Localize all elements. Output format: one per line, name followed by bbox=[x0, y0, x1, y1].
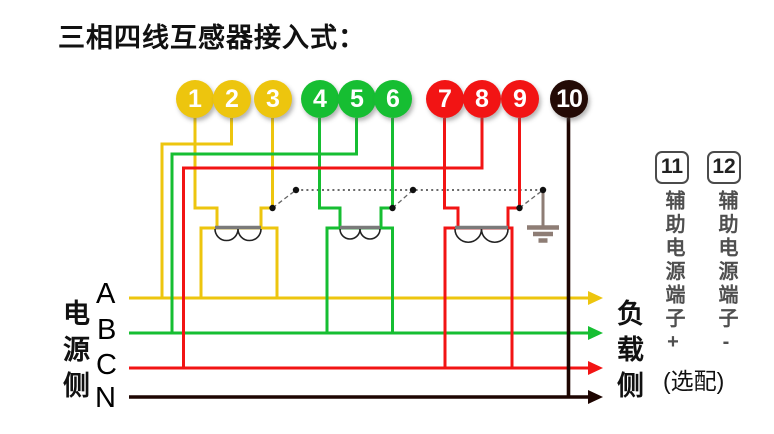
phase-a-label: A bbox=[96, 278, 116, 310]
ct-a-primary-loop bbox=[199, 226, 279, 298]
optional-note: (选配) bbox=[663, 368, 725, 394]
terminal-1: 1 bbox=[176, 80, 214, 118]
ct-a-coil bbox=[214, 228, 262, 242]
phase-a-arrowhead bbox=[588, 291, 603, 305]
ct-symbol-phase-b bbox=[339, 225, 381, 240]
junction-dot bbox=[269, 204, 276, 212]
earth-ground-network bbox=[272, 189, 559, 243]
terminal-8-voltage-tap-wire bbox=[182, 118, 484, 368]
terminal-2-voltage-tap-wire bbox=[160, 118, 233, 298]
source-side-title: 电源侧 bbox=[59, 299, 89, 407]
earth-tap-phase-a bbox=[272, 189, 297, 209]
terminal-9: 9 bbox=[501, 80, 539, 118]
neutral-label: N bbox=[95, 382, 116, 414]
terminal-3-ct-wire bbox=[259, 118, 274, 228]
phase-b-arrowhead bbox=[588, 326, 603, 340]
terminal-2: 2 bbox=[213, 80, 251, 118]
ct-c-coil bbox=[454, 228, 509, 244]
phase-a-wires bbox=[129, 118, 603, 305]
aux-terminal-12-label: 辅助电源端子- bbox=[715, 190, 737, 357]
phase-b-label: B bbox=[97, 314, 117, 346]
junction-dot bbox=[389, 204, 396, 212]
earth-tap-phase-b bbox=[392, 189, 414, 209]
aux-terminal-11-box: 11 bbox=[655, 151, 689, 184]
terminal-4: 4 bbox=[301, 80, 339, 118]
terminal-4-ct-wire bbox=[318, 118, 342, 228]
terminal-10: 10 bbox=[550, 80, 588, 118]
terminal-8: 8 bbox=[463, 80, 501, 118]
terminal-3: 3 bbox=[254, 80, 292, 118]
terminal-6: 6 bbox=[374, 80, 412, 118]
neutral-wires bbox=[129, 118, 603, 404]
terminal-6-ct-wire bbox=[379, 118, 394, 228]
earth-tap-phase-c bbox=[519, 189, 544, 209]
terminal-7-ct-wire bbox=[443, 118, 460, 228]
phase-c-wires bbox=[129, 118, 603, 375]
ct-b-primary-loop bbox=[325, 226, 394, 333]
junction-dots bbox=[269, 186, 547, 212]
ct-symbol-phase-a bbox=[214, 225, 262, 242]
terminal-7: 7 bbox=[426, 80, 464, 118]
terminal-9-ct-wire bbox=[506, 118, 521, 228]
terminal-5-voltage-tap-wire bbox=[170, 118, 358, 333]
phase-c-arrowhead bbox=[588, 361, 603, 375]
junction-dot bbox=[516, 204, 523, 212]
aux-terminal-12-box: 12 bbox=[707, 151, 741, 184]
junction-dot bbox=[292, 186, 300, 194]
neutral-arrowhead bbox=[588, 390, 603, 404]
phase-c-label: C bbox=[96, 349, 117, 381]
terminal-1-ct-wire bbox=[193, 118, 219, 228]
terminal-5: 5 bbox=[338, 80, 376, 118]
ct-symbol-phase-c bbox=[454, 225, 509, 244]
aux-terminal-11-label: 辅助电源端子+ bbox=[662, 190, 684, 357]
junction-dot bbox=[409, 186, 417, 194]
junction-dot bbox=[539, 186, 547, 194]
load-side-title: 负载侧 bbox=[613, 299, 643, 407]
ct-b-coil bbox=[339, 228, 381, 240]
page-title: 三相四线互感器接入式： bbox=[58, 23, 366, 53]
